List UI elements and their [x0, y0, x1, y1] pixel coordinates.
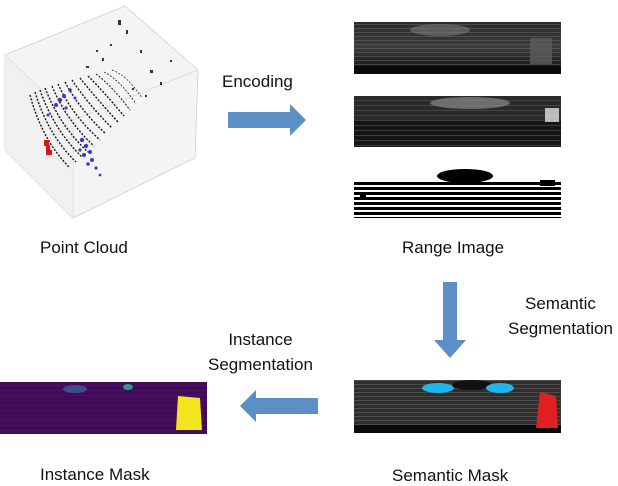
encoding-arrow: [228, 104, 306, 136]
point-cloud-label: Point Cloud: [40, 238, 128, 257]
range-image-label: Range Image: [402, 238, 505, 257]
instance-mask-label: Instance Mask: [40, 465, 150, 484]
semantic-mask-label: Semantic Mask: [392, 466, 509, 485]
semantic-mask-image: [354, 380, 561, 433]
instance-segmentation-arrow: [240, 390, 318, 422]
semantic-segmentation-label: Semantic Segmentation: [508, 294, 613, 338]
point-cloud-sparse-points: [86, 20, 172, 97]
range-image-2: [354, 96, 561, 147]
point-cloud-scan-arcs: [29, 69, 143, 169]
point-cloud-blue-objects: [46, 88, 102, 177]
point-cloud-plot: [4, 5, 199, 219]
semantic-segmentation-arrow: [434, 282, 466, 358]
range-image-1: [354, 22, 561, 74]
instance-mask-image: [0, 382, 207, 434]
encoding-label: Encoding: [222, 72, 293, 91]
range-image-3: [354, 168, 561, 218]
instance-segmentation-label: Instance Segmentation: [208, 330, 313, 374]
point-cloud-red-object: [44, 140, 52, 155]
